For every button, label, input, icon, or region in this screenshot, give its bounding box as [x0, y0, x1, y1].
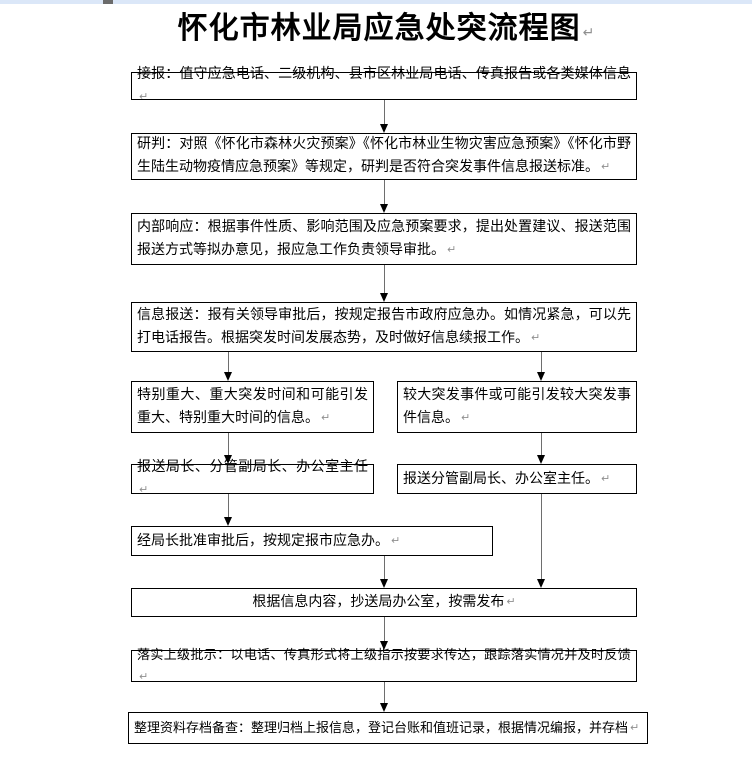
page-title: 怀化市林业局应急处突流程图↵ — [20, 3, 752, 47]
flow-box-distribute: 根据信息内容，抄送局办公室，按需发布↵ — [131, 588, 637, 617]
window-top-strip — [0, 0, 752, 4]
paragraph-mark-icon: ↵ — [321, 410, 331, 424]
flow-box-archive-text: 整理资料存档备查：整理归档上报信息，登记台账和值班记录，根据情况编报，并存档 — [134, 720, 629, 735]
arrow-down-implement-to-archive — [380, 682, 389, 712]
flow-box-receive: 接报：值守应急电话、二级机构、县市区林业局电话、传真报告或各类媒体信息 ↵ — [131, 67, 637, 103]
arrow-down-deputy-to-distribute — [537, 494, 546, 588]
arrowhead-icon — [380, 641, 388, 650]
flow-box-larger-events: 较大突发事件或可能引发较大突发事件信息。↵ — [397, 381, 637, 433]
flow-box-judge-text: 研判：对照《怀化市森林火灾预案》《怀化市林业生物灾害应急预案》《怀化市野生陆生动… — [137, 137, 631, 175]
arrowhead-icon — [380, 204, 388, 213]
arrow-down-inforeport-to-major — [224, 352, 233, 381]
flow-box-approved-report: 经局长批准审批后，按规定报市应急办。↵ — [131, 526, 493, 556]
connector-line — [383, 265, 386, 295]
arrowhead-icon — [537, 579, 545, 588]
flow-box-implement: 落实上级批示：以电话、传真形式将上级指示按要求传达，跟踪落实情况并及时反馈 ↵ — [131, 647, 637, 683]
flow-box-report-director-text: 报送局长、分管副局长、办公室主任 — [137, 459, 368, 475]
arrowhead-icon — [537, 455, 545, 464]
flow-box-archive: 整理资料存档备查：整理归档上报信息，登记台账和值班记录，根据情况编报，并存档↵ — [128, 712, 648, 744]
arrow-down-major-to-director — [224, 433, 233, 464]
flow-box-larger-events-text: 较大突发事件或可能引发较大突发事件信息。 — [403, 387, 631, 426]
connector-line — [227, 494, 230, 519]
connector-line — [227, 352, 230, 374]
flow-box-internal-response: 内部响应：根据事件性质、影响范围及应急预案要求，提出处置建议、报送范围报送方式等… — [131, 213, 637, 265]
arrow-down-judge-to-internal — [380, 180, 389, 213]
flow-box-approved-report-text: 经局长批准审批后，按规定报市应急办。 — [137, 533, 389, 549]
flow-box-judge: 研判：对照《怀化市森林火灾预案》《怀化市林业生物灾害应急预案》《怀化市野生陆生动… — [131, 133, 637, 180]
connector-line — [540, 494, 543, 581]
arrow-down-internal-to-inforeport — [380, 265, 389, 302]
connector-line — [383, 180, 386, 206]
flow-box-receive-text: 接报：值守应急电话、二级机构、县市区林业局电话、传真报告或各类媒体信息 — [137, 66, 631, 82]
arrowhead-icon — [380, 293, 388, 302]
flow-box-internal-response-text: 内部响应：根据事件性质、影响范围及应急预案要求，提出处置建议、报送范围报送方式等… — [137, 219, 631, 258]
arrow-down-director-to-approved — [224, 494, 233, 526]
connector-line — [383, 556, 386, 581]
paragraph-mark-icon: ↵ — [461, 410, 471, 424]
paragraph-mark-icon: ↵ — [139, 482, 149, 496]
paragraph-mark-icon: ↵ — [582, 25, 595, 41]
flow-box-info-report-text: 信息报送：报有关领导审批后，按规定报告市政府应急办。如情况紧急，可以先打电话报告… — [137, 307, 631, 346]
arrowhead-icon — [224, 517, 232, 526]
arrow-down-approved-to-distribute — [380, 556, 389, 588]
arrow-down-larger-to-deputy — [537, 433, 546, 464]
arrowhead-icon — [380, 124, 388, 133]
arrowhead-icon — [537, 372, 545, 381]
flow-box-report-director: 报送局长、分管副局长、办公室主任 ↵ — [131, 460, 374, 496]
paragraph-mark-icon: ↵ — [506, 595, 516, 608]
arrowhead-icon — [224, 372, 232, 381]
paragraph-mark-icon: ↵ — [531, 330, 541, 344]
flow-box-report-deputy: 报送分管副局长、办公室主任。↵ — [397, 464, 637, 494]
connector-line — [383, 682, 386, 705]
paragraph-mark-icon: ↵ — [601, 471, 611, 485]
connector-line — [227, 433, 230, 457]
flow-box-major-events: 特别重大、重大突发时间和可能引发重大、特别重大时间的信息。↵ — [131, 381, 374, 433]
flow-box-implement-text: 落实上级批示：以电话、传真形式将上级指示按要求传达，跟踪落实情况并及时反馈 — [137, 647, 631, 662]
paragraph-mark-icon: ↵ — [601, 160, 611, 173]
arrowhead-icon — [224, 455, 232, 464]
flow-box-major-events-text: 特别重大、重大突发时间和可能引发重大、特别重大时间的信息。 — [137, 387, 368, 426]
arrowhead-icon — [380, 703, 388, 712]
paragraph-mark-icon: ↵ — [630, 721, 640, 734]
connector-line — [540, 352, 543, 374]
ruler-marker — [103, 0, 113, 4]
flow-box-report-deputy-text: 报送分管副局长、办公室主任。 — [403, 471, 599, 487]
flow-box-distribute-text: 根据信息内容，抄送局办公室，按需发布 — [252, 595, 505, 610]
connector-line — [383, 617, 386, 643]
paragraph-mark-icon: ↵ — [391, 533, 401, 547]
connector-line — [383, 100, 386, 126]
arrow-down-receive-to-judge — [380, 100, 389, 133]
page-title-text: 怀化市林业局应急处突流程图 — [177, 12, 581, 45]
arrow-down-inforeport-to-larger — [537, 352, 546, 381]
connector-line — [540, 433, 543, 457]
paragraph-mark-icon: ↵ — [139, 89, 149, 103]
flow-box-info-report: 信息报送：报有关领导审批后，按规定报告市政府应急办。如情况紧急，可以先打电话报告… — [131, 302, 637, 352]
arrowhead-icon — [380, 579, 388, 588]
arrow-down-distribute-to-implement — [380, 617, 389, 650]
paragraph-mark-icon: ↵ — [447, 242, 457, 256]
paragraph-mark-icon: ↵ — [139, 670, 149, 683]
